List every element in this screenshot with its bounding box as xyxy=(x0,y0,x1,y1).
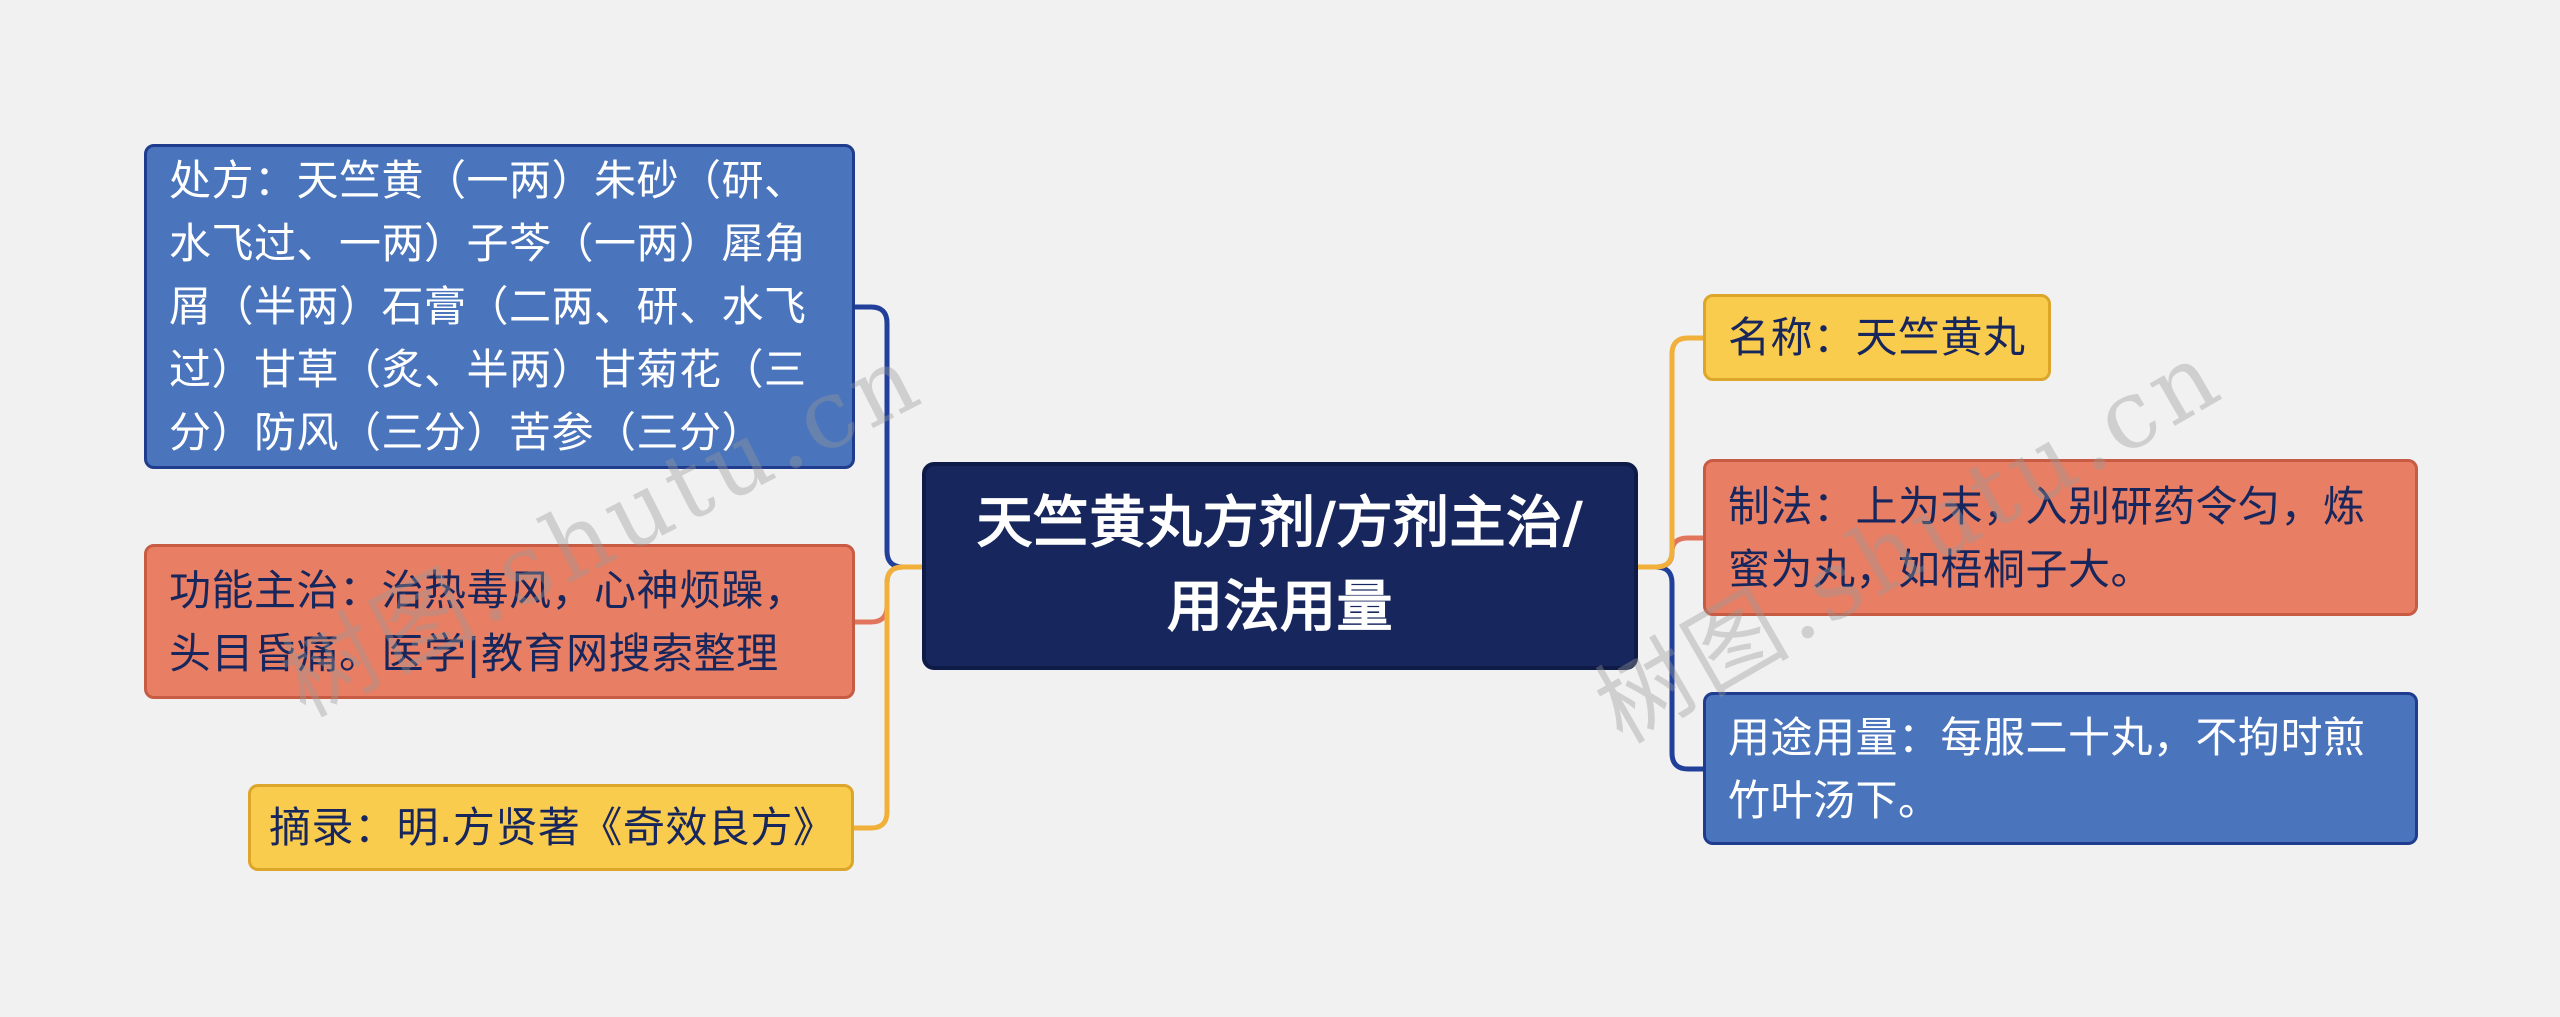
node-name-text: 名称：天竺黄丸 xyxy=(1728,313,2026,362)
edge-name xyxy=(1635,335,1706,570)
edge-prescription xyxy=(851,304,925,570)
node-indications[interactable]: 功能主治：治热毒风，心神烦躁，头目昏痛。医学|教育网搜索整理 xyxy=(144,544,855,699)
node-usage-text: 用途用量：每服二十丸，不拘时煎竹叶汤下。 xyxy=(1728,712,2366,825)
node-indications-text: 功能主治：治热毒风，心神烦躁，头目昏痛。医学|教育网搜索整理 xyxy=(169,565,807,678)
root-topic-line-1: 天竺黄丸方剂/方剂主治/ xyxy=(976,491,1584,556)
node-prescription-text: 处方：天竺黄（一两）朱砂（研、水飞过、一两）子芩（一两）犀角屑（半两）石膏（二两… xyxy=(169,156,807,457)
root-topic-text: 天竺黄丸方剂/方剂主治/ 用法用量 xyxy=(977,482,1584,650)
edge-usage xyxy=(1635,564,1706,772)
node-name[interactable]: 名称：天竺黄丸 xyxy=(1703,294,2051,381)
node-excerpt-text: 摘录：明.方贤著《奇效良方》 xyxy=(269,803,836,852)
node-usage[interactable]: 用途用量：每服二十丸，不拘时煎竹叶汤下。 xyxy=(1703,692,2418,845)
edge-excerpt xyxy=(851,564,925,831)
root-topic-line-2: 用法用量 xyxy=(1167,575,1393,640)
node-method-text: 制法：上为末，入别研药令匀，炼蜜为丸，如梧桐子大。 xyxy=(1728,481,2366,594)
node-excerpt[interactable]: 摘录：明.方贤著《奇效良方》 xyxy=(248,784,854,871)
node-method[interactable]: 制法：上为末，入别研药令匀，炼蜜为丸，如梧桐子大。 xyxy=(1703,459,2418,616)
node-prescription[interactable]: 处方：天竺黄（一两）朱砂（研、水飞过、一两）子芩（一两）犀角屑（半两）石膏（二两… xyxy=(144,144,855,469)
node-root-topic[interactable]: 天竺黄丸方剂/方剂主治/ 用法用量 xyxy=(922,462,1638,670)
